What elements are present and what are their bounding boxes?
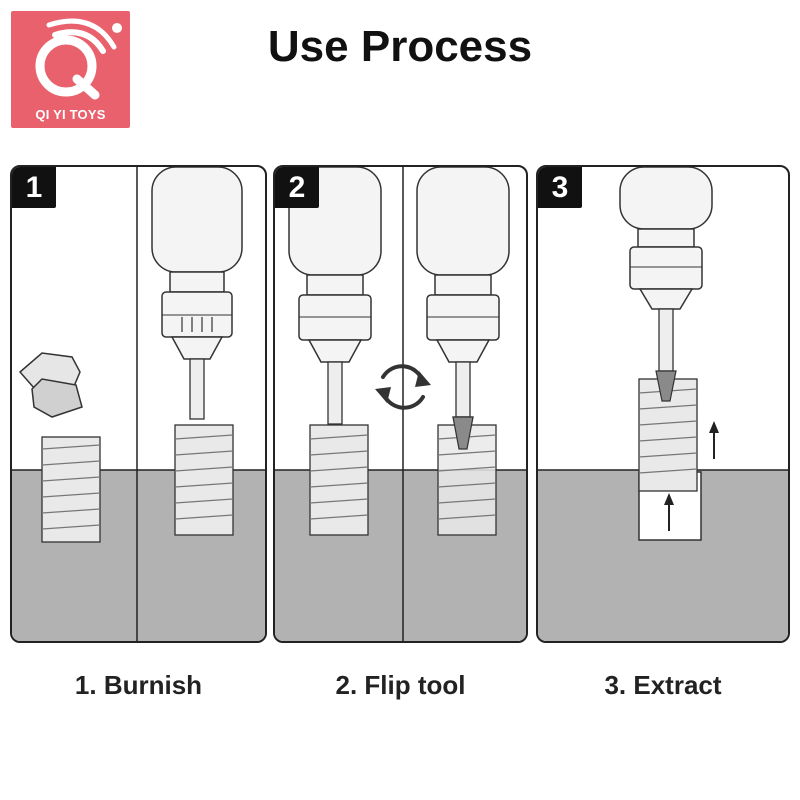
brand-logo-mark	[35, 18, 122, 100]
step-badge-3: 3	[538, 167, 582, 208]
step-panel-3: 3	[536, 165, 790, 643]
step-badge-2: 2	[275, 167, 319, 208]
step-3-illustration	[538, 167, 788, 641]
arrow-up-icon	[664, 493, 674, 531]
step-1-illustration	[12, 167, 265, 641]
page-title: Use Process	[267, 22, 533, 71]
step-panel-2: 2	[273, 165, 528, 643]
step-caption-1: 1. Burnish	[74, 670, 203, 700]
step-panel-1: 1	[10, 165, 267, 643]
brand-name: QI YI TOYS	[35, 107, 106, 122]
brand-logo: QI YI TOYS	[11, 11, 130, 128]
step-caption-3: 3. Extract	[604, 670, 722, 700]
step-badge-1: 1	[12, 167, 56, 208]
step-2-illustration	[275, 167, 526, 641]
step-caption-2: 2. Flip tool	[335, 670, 466, 700]
arrow-up-icon	[709, 421, 719, 459]
